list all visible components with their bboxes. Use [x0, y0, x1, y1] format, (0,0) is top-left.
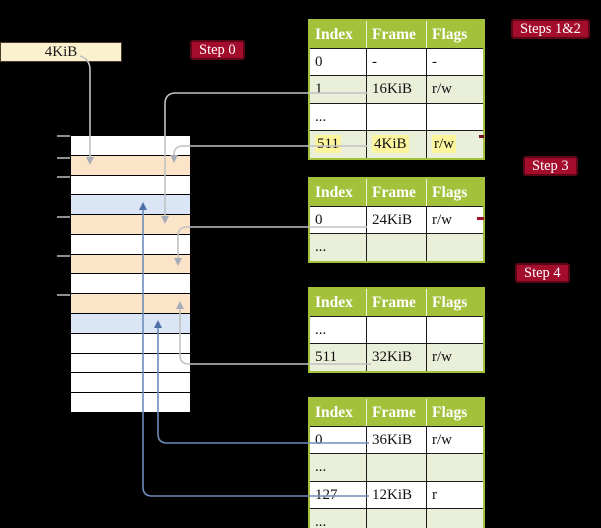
level1-table-entry-...: ... [310, 453, 483, 481]
entry-cell: r/w [432, 349, 452, 366]
entry-cell: 0 [310, 49, 367, 76]
level4-table-entry-511: 511 4KiB r/w [310, 130, 483, 158]
memory-row-mapped-frame [71, 314, 190, 334]
column-header-index: Index [310, 289, 367, 316]
entry-cell [367, 509, 427, 528]
entry-cell [427, 317, 483, 343]
column-header-index: Index [310, 21, 367, 48]
entry-cell: r [432, 486, 437, 503]
highlighted-value: r/w [432, 135, 456, 154]
step-0-label: Step 0 [190, 40, 245, 60]
entry-cell [367, 317, 427, 344]
entry-cell: ... [310, 317, 367, 344]
level3-table-entry-...: ... [310, 233, 483, 261]
entry-cell: r/w [432, 81, 452, 98]
entry-cell: ... [310, 103, 367, 131]
entry-cell: - [367, 49, 427, 76]
memory-tick [57, 255, 70, 257]
entry-cell: 511 [310, 131, 367, 158]
memory-tick [57, 157, 70, 159]
memory-row-free [71, 175, 190, 196]
entry-cell: 4KiB [367, 131, 427, 158]
physical-memory-column [70, 135, 191, 413]
column-header-flags: Flags [432, 184, 468, 201]
column-header-flags: Flags [432, 294, 468, 311]
memory-row-free [71, 136, 190, 156]
memory-tick [57, 216, 70, 218]
column-header-flags: Flags [432, 26, 468, 43]
memory-tick [57, 135, 70, 137]
step-4-label: Step 4 [515, 263, 570, 283]
entry-cell: 511 [310, 344, 367, 371]
memory-row-page-table [71, 155, 190, 176]
entry-cell: 1 [310, 76, 367, 103]
entry-cell [427, 234, 483, 260]
memory-row-page-table [71, 254, 190, 275]
memory-row-mapped-frame [71, 195, 190, 216]
entry-cell [367, 103, 427, 131]
memory-row-page-table [71, 215, 190, 235]
memory-tick [57, 176, 70, 178]
entry-cell: ... [310, 234, 367, 261]
column-header-frame: Frame [367, 289, 427, 316]
entry-cell: 0 [310, 207, 367, 234]
entry-cell: 36KiB [367, 427, 427, 454]
memory-row-page-table [71, 294, 190, 315]
step-3-label: Step 3 [523, 156, 578, 176]
level4-table-entry-...: ... [310, 102, 483, 131]
entry-cell: 24KiB [367, 207, 427, 234]
entry-cell: 12KiB [367, 481, 427, 509]
entry-cell: 32KiB [367, 344, 427, 371]
entry-cell [367, 234, 427, 261]
memory-row-free [71, 234, 190, 255]
memory-row-free [71, 373, 190, 394]
entry-cell: 0 [310, 427, 367, 454]
highlighted-value: 4KiB [372, 135, 409, 154]
entry-cell: 127 [310, 481, 367, 509]
memory-row-free [71, 393, 190, 412]
entry-cell: r/w [427, 131, 483, 157]
highlighted-value: 511 [315, 135, 341, 154]
column-header-frame: Frame [367, 399, 427, 426]
entry-cell: ... [310, 454, 367, 481]
memory-row-free [71, 274, 190, 295]
column-header-flags: Flags [432, 404, 468, 421]
steps-1-2-label: Steps 1&2 [511, 19, 590, 39]
column-header-frame: Frame [367, 21, 427, 48]
entry-cell [427, 454, 483, 480]
entry-cell: - [432, 54, 437, 70]
memory-row-free [71, 353, 190, 374]
memory-tick [57, 294, 70, 296]
level1-table-entry-...: ... [310, 508, 483, 528]
memory-row-free [71, 333, 190, 354]
entry-cell: 16KiB [367, 76, 427, 103]
entry-cell: ... [310, 509, 367, 528]
entry-cell: r/w [432, 212, 452, 228]
column-header-frame: Frame [367, 179, 427, 206]
entry-cell: r/w [432, 432, 452, 448]
entry-cell [427, 104, 483, 130]
frame-address-box: 4KiB [0, 42, 122, 62]
entry-cell [367, 454, 427, 481]
entry-cell [427, 509, 483, 528]
column-header-index: Index [310, 399, 367, 426]
column-header-index: Index [310, 179, 367, 206]
level4-table-entry-0: 0-- [310, 48, 483, 76]
level2-table-entry-...: ... [310, 316, 483, 344]
